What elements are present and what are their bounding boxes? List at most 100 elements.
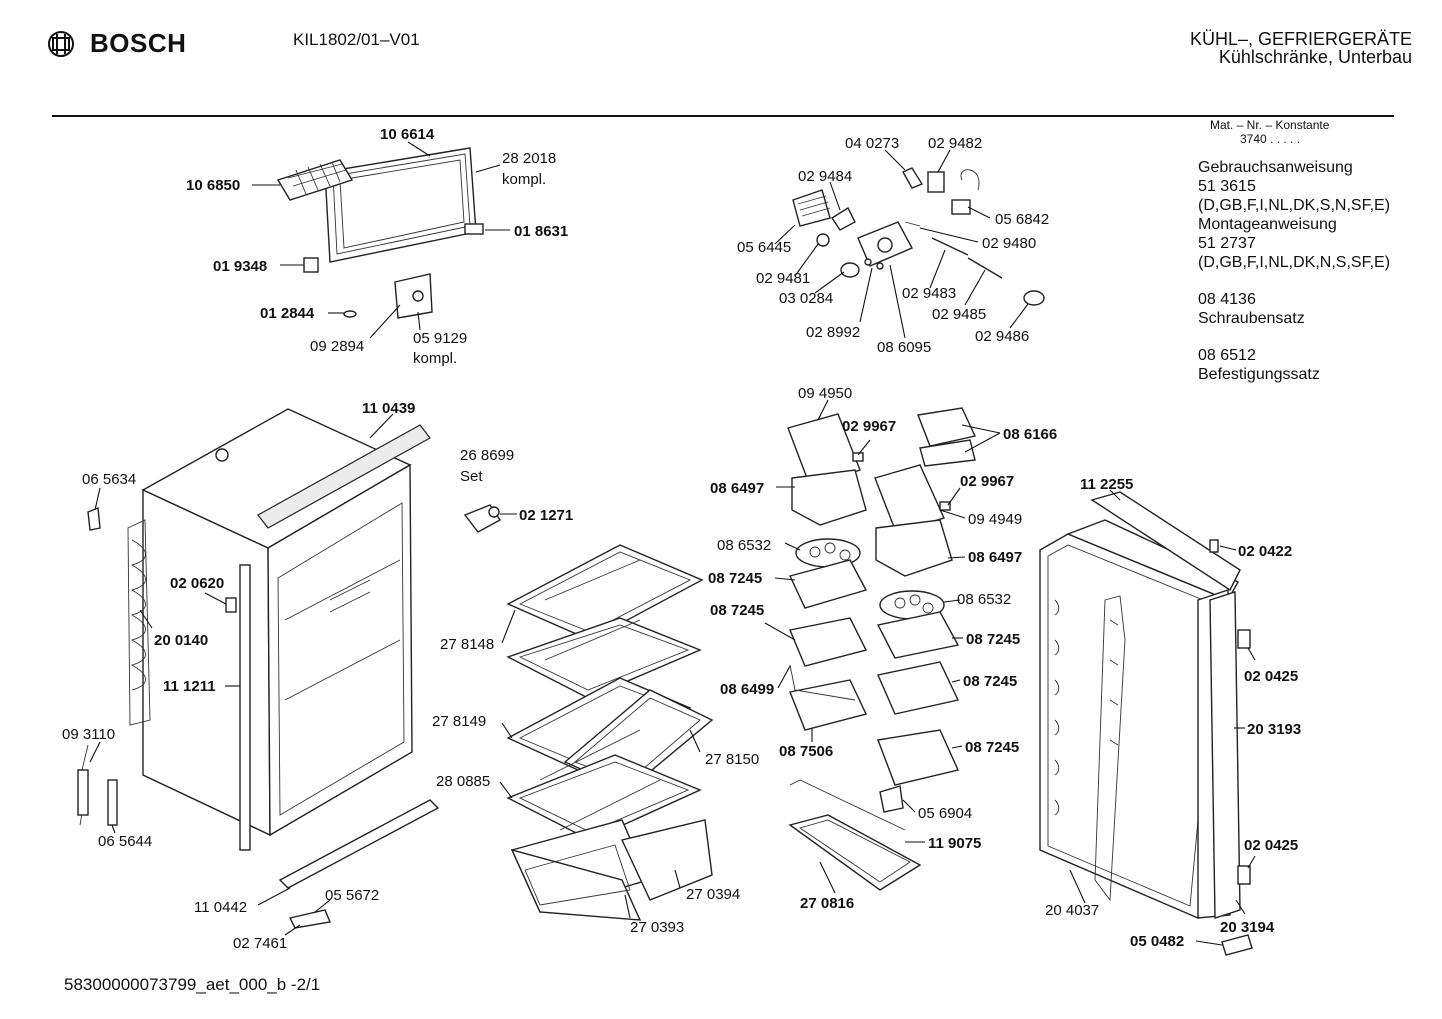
part-number: 09 4949 bbox=[968, 511, 1022, 528]
part-number: 11 1211 bbox=[163, 678, 216, 695]
part-note: kompl. bbox=[502, 171, 546, 188]
part-number: 01 2844 bbox=[260, 305, 315, 322]
part-number: 02 0422 bbox=[1238, 543, 1292, 560]
bosch-armature-icon bbox=[48, 30, 74, 57]
category-block: KÜHL–, GEFRIERGERÄTE Kühlschränke, Unter… bbox=[1190, 30, 1412, 66]
part-number: 20 0140 bbox=[154, 632, 208, 649]
part-number: 11 0439 bbox=[362, 400, 415, 417]
part-number: 05 5672 bbox=[325, 887, 379, 904]
part-number: 02 9483 bbox=[902, 285, 956, 302]
part-number: 20 3194 bbox=[1220, 919, 1275, 936]
part-number: 11 9075 bbox=[928, 835, 981, 852]
door-bins-drawing bbox=[787, 407, 977, 891]
part-number: 27 0393 bbox=[630, 919, 684, 936]
part-number: 06 5644 bbox=[98, 833, 152, 850]
part-number: 04 0273 bbox=[845, 135, 899, 152]
leader-lines-cabinet bbox=[89, 413, 394, 936]
doc-languages: (D,GB,F,I,NL,DK,S,N,SF,E) bbox=[1198, 197, 1391, 214]
brand-logo: BOSCH bbox=[46, 28, 186, 59]
part-number: 08 7245 bbox=[963, 673, 1017, 690]
doc-number: 51 3615 bbox=[1198, 178, 1256, 195]
part-number: 09 2894 bbox=[310, 338, 364, 355]
leader-lines-shelves bbox=[499, 609, 701, 919]
part-number: 02 9482 bbox=[928, 135, 982, 152]
part-number: 09 4950 bbox=[798, 385, 852, 402]
leader-lines-door-right bbox=[1069, 489, 1256, 946]
kit-title: Befestigungssatz bbox=[1198, 366, 1320, 383]
part-number: 08 7245 bbox=[966, 631, 1020, 648]
part-number: 02 7461 bbox=[233, 935, 287, 952]
part-number: 27 8149 bbox=[432, 713, 486, 730]
doc-number: 51 2737 bbox=[1198, 235, 1256, 252]
part-number: 08 6532 bbox=[957, 591, 1011, 608]
part-number: 05 6445 bbox=[737, 239, 791, 256]
part-number: 28 0885 bbox=[436, 773, 490, 790]
model-number: KIL1802/01–V01 bbox=[293, 30, 420, 49]
part-number: 08 6532 bbox=[717, 537, 771, 554]
brand-name: BOSCH bbox=[90, 28, 187, 58]
part-number: 02 8992 bbox=[806, 324, 860, 341]
part-number: 08 6497 bbox=[968, 549, 1022, 566]
part-number: 05 6842 bbox=[995, 211, 1049, 228]
part-number: 02 9481 bbox=[756, 270, 810, 287]
category-subtitle: Kühlschränke, Unterbau bbox=[1218, 47, 1412, 67]
part-number: 06 5634 bbox=[82, 471, 136, 488]
freezer-door-drawing bbox=[276, 147, 484, 319]
header-divider bbox=[52, 115, 1394, 117]
part-number: 02 9484 bbox=[798, 168, 852, 185]
leader-lines-thermostat bbox=[774, 149, 1029, 339]
leader-lines-door bbox=[252, 141, 510, 339]
part-number: 02 1271 bbox=[519, 507, 573, 524]
part-number: 11 2255 bbox=[1080, 476, 1133, 493]
thermostat-sensor-drawing bbox=[77, 744, 118, 826]
category-title: KÜHL–, GEFRIERGERÄTE bbox=[1189, 29, 1412, 49]
part-number: 01 9348 bbox=[213, 258, 267, 275]
part-number: 09 3110 bbox=[62, 726, 115, 743]
fridge-door-drawing bbox=[1039, 491, 1253, 956]
part-number: 27 0394 bbox=[686, 886, 740, 903]
leader-lines-bins bbox=[764, 399, 1001, 894]
part-number: 03 0284 bbox=[779, 290, 833, 307]
part-number: 02 9967 bbox=[960, 473, 1014, 490]
hinge-set-drawing bbox=[463, 504, 502, 533]
info-panel: Mat. – Nr. – Konstante 3740 . . . . . Ge… bbox=[1198, 118, 1390, 384]
part-number: 10 6850 bbox=[186, 177, 240, 194]
kit-number: 08 6512 bbox=[1198, 347, 1256, 364]
doc-title: Montageanweisung bbox=[1198, 216, 1337, 233]
part-number: 05 6904 bbox=[918, 805, 972, 822]
part-number: 27 8148 bbox=[440, 636, 494, 653]
part-number: 08 7245 bbox=[965, 739, 1019, 756]
doc-languages: (D,GB,F,I,NL,DK,N,S,SF,E) bbox=[1198, 254, 1391, 271]
part-number: 02 9485 bbox=[932, 306, 986, 323]
part-number: 08 6499 bbox=[720, 681, 774, 698]
part-number: 26 8699 bbox=[460, 447, 514, 464]
part-number: 08 7245 bbox=[708, 570, 762, 587]
mat-label: Mat. – Nr. – Konstante bbox=[1210, 118, 1330, 132]
part-note: Set bbox=[460, 468, 483, 485]
part-number: 28 2018 bbox=[502, 150, 556, 167]
part-number: 08 7506 bbox=[779, 743, 833, 760]
thermostat-drawing bbox=[792, 167, 1045, 306]
doc-title: Gebrauchsanweisung bbox=[1198, 159, 1353, 176]
part-number: 08 6095 bbox=[877, 339, 931, 356]
part-number: 08 6166 bbox=[1003, 426, 1057, 443]
part-number: 11 0442 bbox=[194, 899, 247, 916]
part-number: 02 9967 bbox=[842, 418, 896, 435]
kit-number: 08 4136 bbox=[1198, 291, 1256, 308]
part-number: 02 0425 bbox=[1244, 668, 1298, 685]
kit-title: Schraubensatz bbox=[1198, 310, 1305, 327]
part-number: 10 6614 bbox=[380, 126, 435, 143]
part-number: 05 0482 bbox=[1130, 933, 1184, 950]
part-number: 01 8631 bbox=[514, 223, 568, 240]
part-number: 02 0425 bbox=[1244, 837, 1298, 854]
part-number: 02 9486 bbox=[975, 328, 1029, 345]
document-id: 58300000073799_aet_000_b -2/1 bbox=[64, 975, 321, 994]
cabinet-body-drawing bbox=[87, 408, 440, 929]
part-note: kompl. bbox=[413, 350, 457, 367]
mat-value: 3740 . . . . . bbox=[1240, 132, 1301, 146]
part-number: 02 0620 bbox=[170, 575, 224, 592]
part-number: 27 8150 bbox=[705, 751, 759, 768]
part-number: 08 7245 bbox=[710, 602, 764, 619]
part-number: 05 9129 bbox=[413, 330, 467, 347]
